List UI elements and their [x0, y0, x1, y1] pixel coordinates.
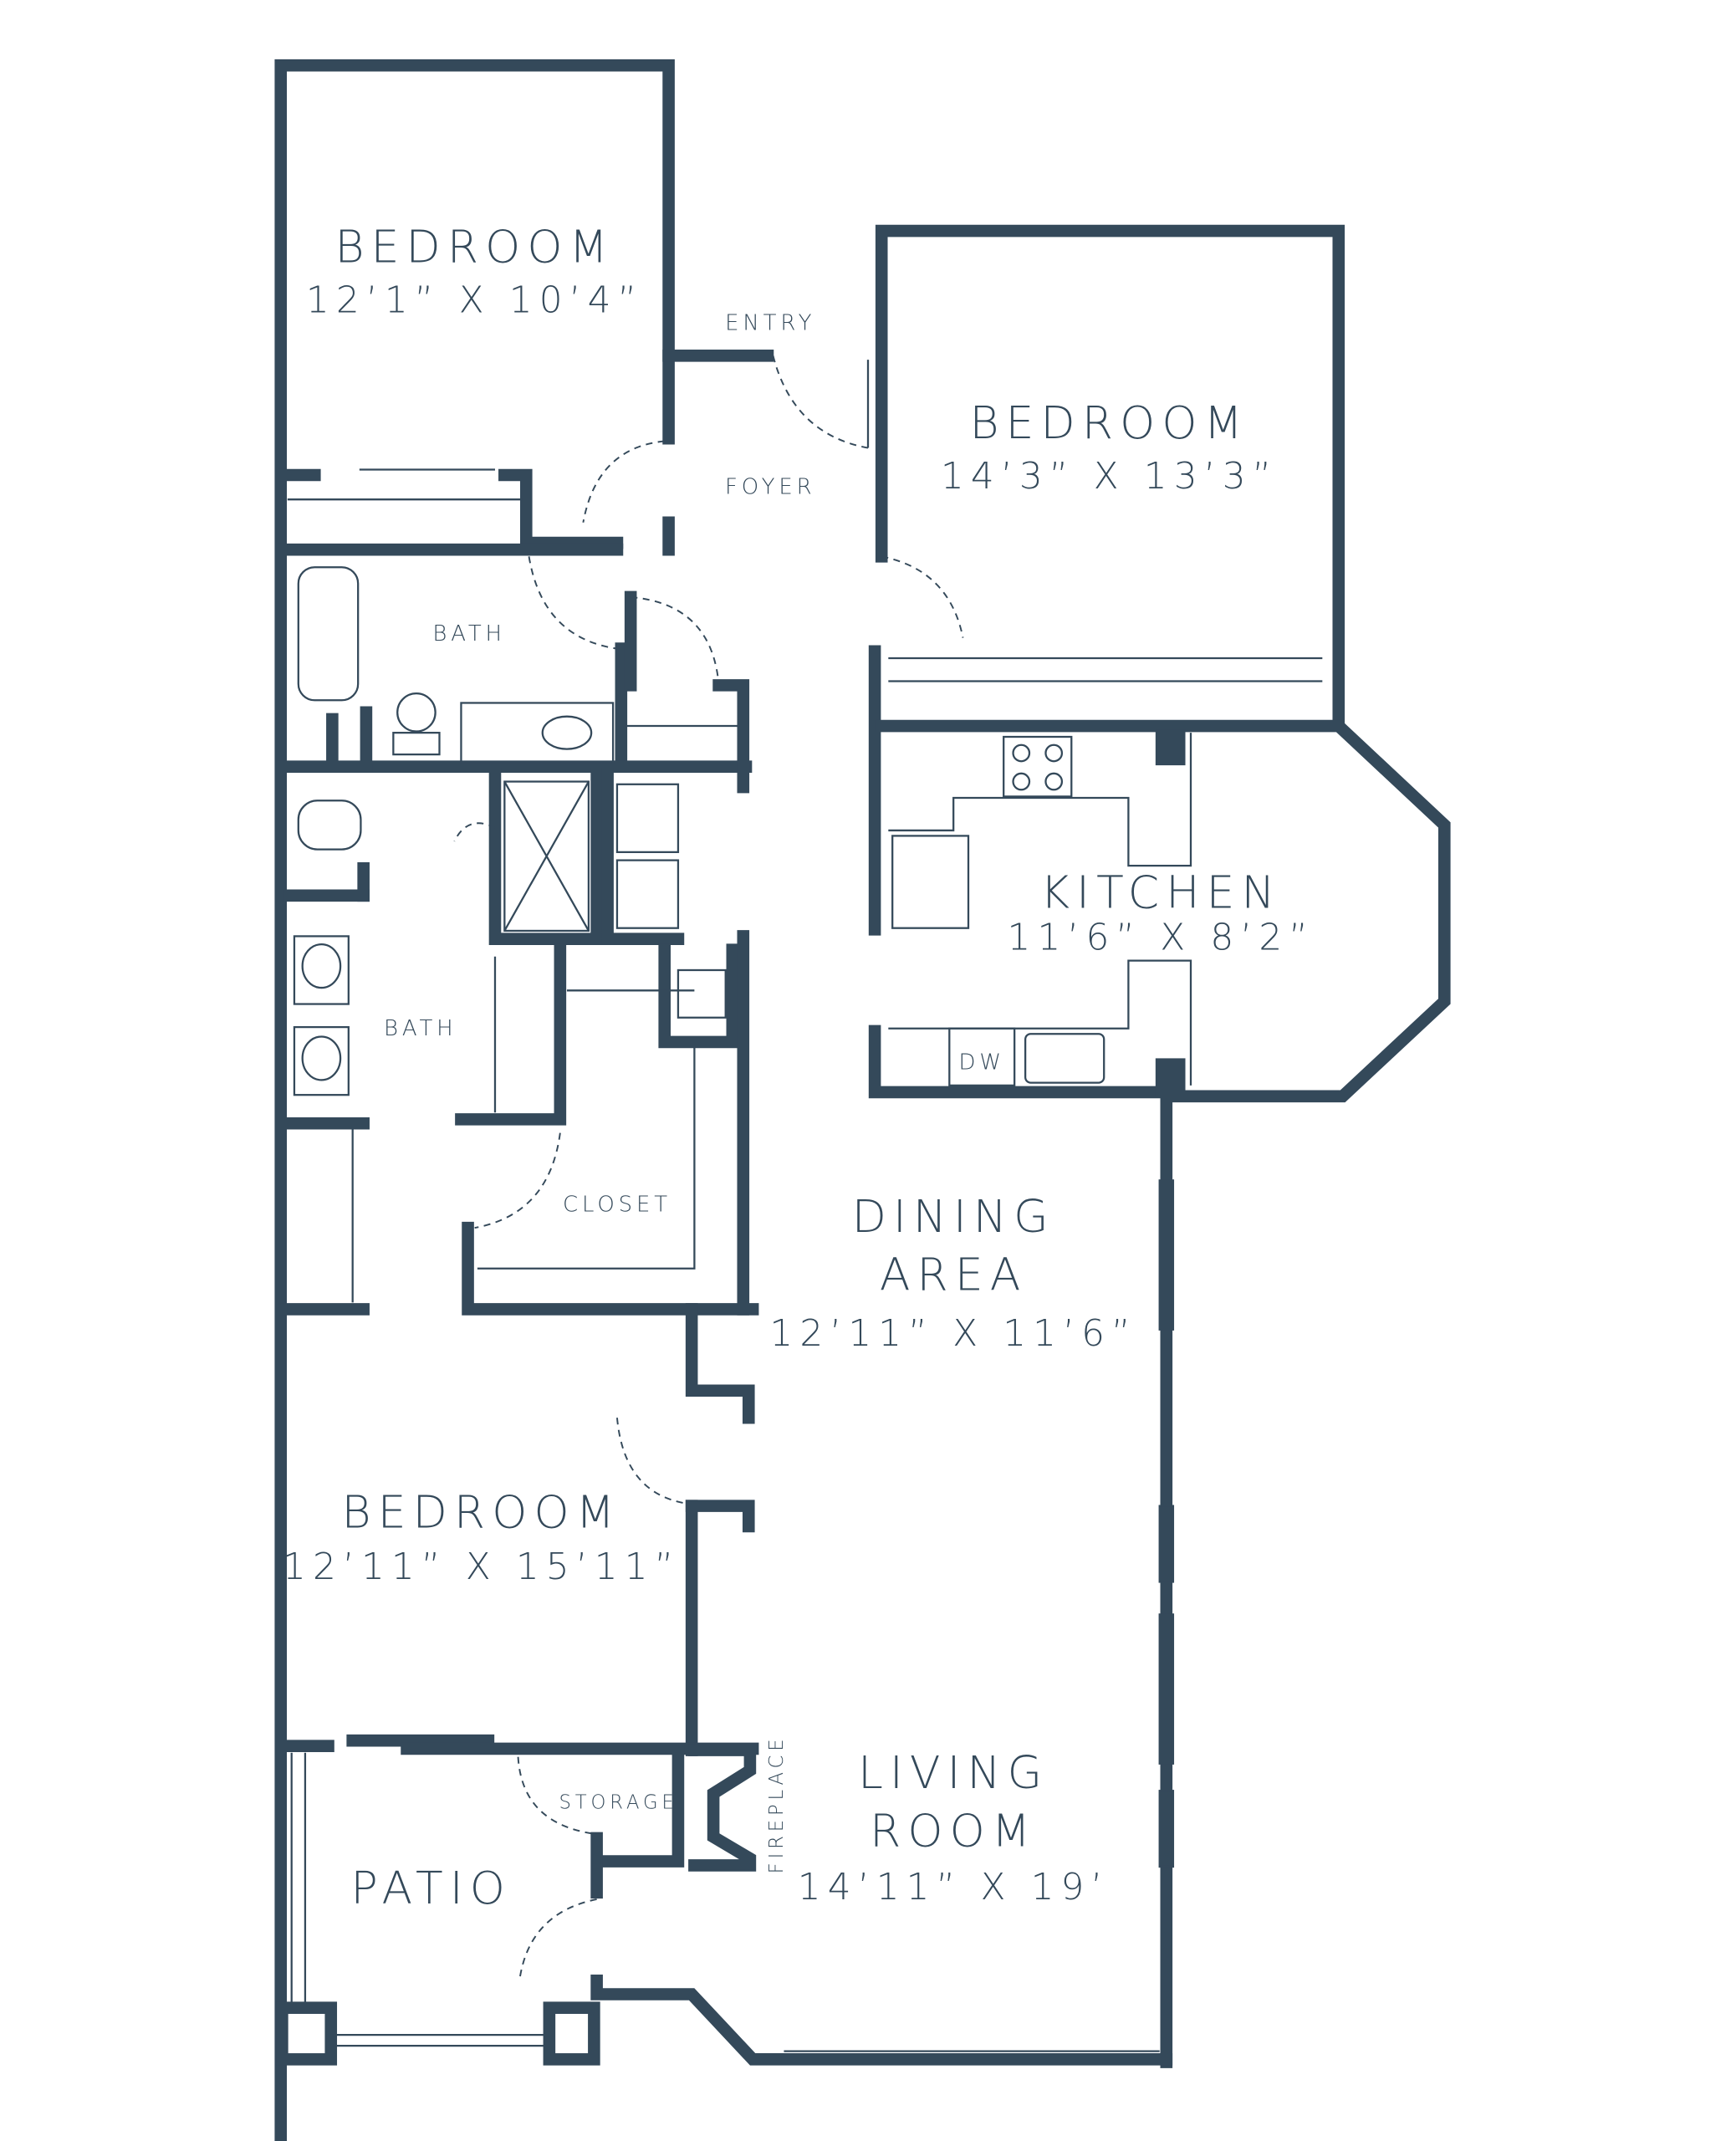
dining-size: 12’11” X 11’6” — [769, 1312, 1137, 1355]
bedroom-3-label: BEDROOM — [342, 1486, 621, 1539]
door-swings — [453, 355, 964, 1981]
bedroom-2-label: BEDROOM — [969, 396, 1248, 449]
kitchen-label: KITCHEN — [1040, 866, 1282, 918]
bedroom-3-size: 12’11” X 15’11” — [283, 1546, 681, 1588]
bedroom-1-size: 12’1” X 10’4” — [306, 278, 644, 321]
entry-label: ENTRY — [725, 310, 815, 335]
bath-2-label: BATH — [384, 1016, 457, 1041]
bath-1-label: BATH — [432, 621, 506, 646]
bedroom-2-size: 14’3” X 13’3” — [941, 455, 1279, 498]
bedroom-1-label: BEDROOM — [334, 220, 614, 273]
dishwasher-label: DW — [959, 1050, 1005, 1075]
kitchen-size: 11’6” X 8’2” — [1008, 917, 1315, 959]
living-label-2: ROOM — [870, 1805, 1037, 1857]
dining-label-1: DINING — [852, 1190, 1055, 1243]
foyer-label: FOYER — [725, 475, 816, 500]
fireplace-label: FIREPLACE — [766, 1735, 788, 1874]
walls — [274, 59, 1451, 2141]
storage-label: STORAGE — [559, 1791, 678, 1813]
patio-label: PATIO — [351, 1862, 512, 1914]
living-label-1: LIVING — [858, 1746, 1049, 1799]
living-size: 14’11” X 19’ — [798, 1866, 1110, 1909]
dining-label-2: AREA — [880, 1249, 1028, 1301]
room-labels: BEDROOM 12’1” X 10’4” ENTRY FOYER BEDROO… — [283, 220, 1315, 1914]
closet-label: CLOSET — [563, 1193, 671, 1218]
